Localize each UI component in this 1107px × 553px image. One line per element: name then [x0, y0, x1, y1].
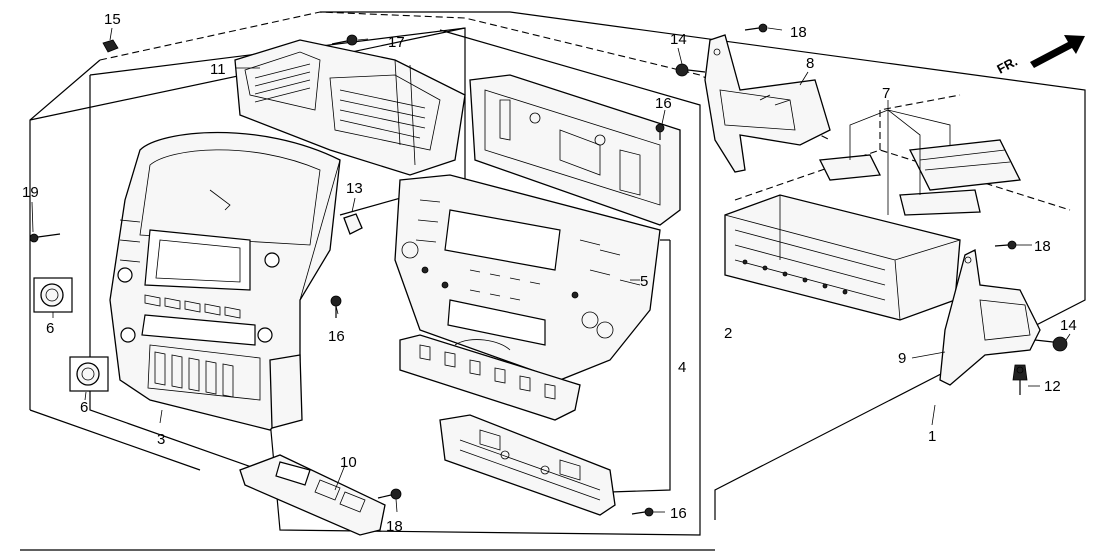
callout-19: 19 [22, 184, 39, 201]
screw-part-16-lower [631, 507, 654, 517]
leader-lines [31, 27, 1071, 513]
callout-12: 12 [1044, 378, 1061, 395]
bracket-part-9 [939, 249, 1041, 386]
front-direction-label: FR. [994, 54, 1020, 77]
callout-11: 11 [210, 61, 226, 78]
air-vent-part-11 [234, 39, 466, 176]
screw-part-15 [102, 39, 119, 53]
callout-13: 13 [346, 180, 363, 197]
callout-2: 2 [724, 325, 732, 342]
clip-part-13 [343, 213, 363, 235]
upper-mounting-frame [469, 74, 681, 226]
knob-part-6-upper [33, 277, 73, 313]
label-sheets [818, 139, 1021, 216]
front-direction-indicator: FR. [994, 35, 1085, 77]
switch-board-lower [399, 334, 581, 421]
front-bezel-part-3 [109, 131, 341, 431]
group-outline-assembly-7 [734, 94, 1071, 211]
screw-part-14-lower [1034, 336, 1068, 352]
switch-board-bottom [439, 414, 616, 516]
callout-7: 7 [882, 85, 890, 102]
callout-16-lower: 16 [670, 505, 687, 522]
callout-9: 9 [898, 350, 906, 367]
callout-10: 10 [340, 454, 357, 471]
callout-4: 4 [678, 359, 686, 376]
knob-part-6-lower [69, 356, 109, 392]
callout-14-lower: 14 [1060, 317, 1077, 334]
bracket-part-8 [704, 34, 831, 173]
callout-8: 8 [806, 55, 814, 72]
screw-part-14-upper [675, 63, 706, 77]
screw-part-19 [29, 233, 61, 243]
callout-3: 3 [157, 431, 165, 448]
screw-part-18-bottom [377, 488, 402, 500]
head-unit-part-7 [724, 194, 961, 321]
circuit-board-part-5 [394, 174, 661, 381]
callout-6-upper: 6 [46, 320, 54, 337]
front-direction-arrow-icon [1030, 35, 1085, 68]
callout-1: 1 [928, 428, 936, 445]
switch-panel-part-10 [239, 454, 386, 536]
callout-5: 5 [640, 273, 648, 290]
callout-18-right: 18 [1034, 238, 1051, 255]
callout-16-middle: 16 [328, 328, 345, 345]
callout-14-upper: 14 [670, 31, 687, 48]
callout-16-upper: 16 [655, 95, 672, 112]
screw-part-17 [331, 34, 358, 46]
screw-part-16-upper [655, 123, 665, 140]
callout-18-top: 18 [790, 24, 807, 41]
callout-labels: 15 17 11 19 13 16 6 6 3 10 18 16 5 2 4 1… [22, 11, 1077, 535]
callout-18-bottom: 18 [386, 518, 403, 535]
callout-15: 15 [104, 11, 121, 28]
group-outline-assembly-4 [609, 239, 671, 493]
callout-6-lower: 6 [80, 399, 88, 416]
bolt-part-12 [1012, 364, 1028, 395]
screw-part-18-top [744, 23, 768, 33]
screw-part-18-right [994, 240, 1017, 250]
callout-17: 17 [388, 34, 405, 51]
